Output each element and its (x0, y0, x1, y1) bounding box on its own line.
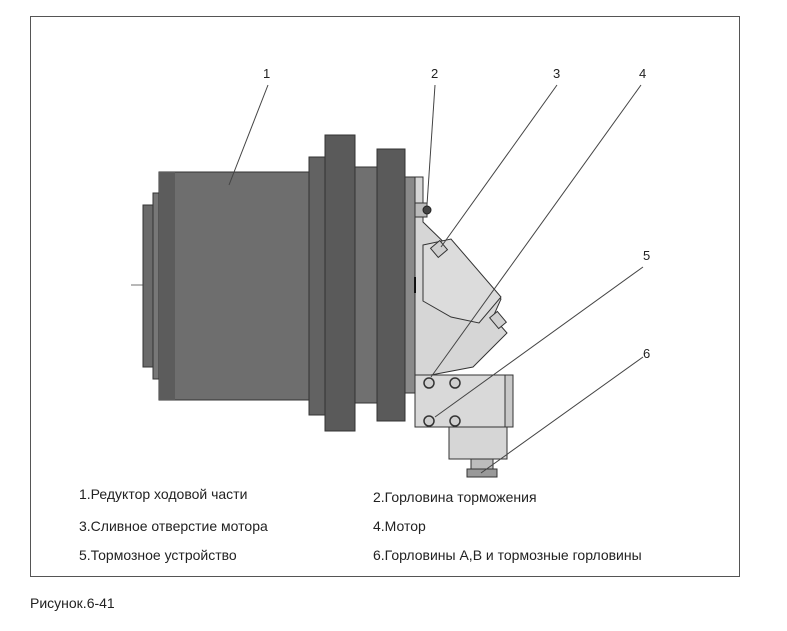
travel-reducer (142, 134, 416, 432)
reducer-flange-b (376, 148, 406, 422)
reducer-ring (308, 156, 326, 416)
callout-3: 3 (553, 66, 561, 81)
figure-frame: 1 2 3 4 5 6 1.Редуктор ходовой части 2.Г… (30, 16, 740, 577)
brake-device (414, 374, 514, 478)
bolt-1 (423, 377, 435, 389)
reducer-flange-a (324, 134, 356, 432)
leader-4 (430, 84, 642, 378)
legend-item-2: 2.Горловина торможения (373, 489, 537, 505)
callout-5: 5 (643, 248, 651, 263)
reducer-flange-gap (354, 166, 378, 404)
leader-6 (480, 356, 644, 474)
bolt-3 (423, 415, 435, 427)
reducer-mount-plate (404, 176, 416, 394)
bolt-2 (449, 377, 461, 389)
lower-block (448, 426, 508, 460)
reducer-drum-shade (159, 172, 175, 400)
motor-side-boss (488, 310, 508, 330)
callout-2: 2 (431, 66, 439, 81)
leader-5 (434, 266, 644, 418)
reducer-drum (158, 171, 310, 401)
legend-item-6: 6.Горловины A,B и тормозные горловины (373, 547, 642, 563)
leader-lines (228, 84, 644, 474)
callout-1: 1 (263, 66, 271, 81)
legend-item-3: 3.Сливное отверстие мотора (79, 518, 268, 534)
leader-2 (426, 84, 436, 206)
leader-1 (228, 84, 269, 186)
hydraulic-motor (414, 176, 508, 376)
gearbox-motor-drawing (131, 84, 644, 478)
callout-4: 4 (639, 66, 647, 81)
legend-item-1: 1.Редуктор ходовой части (79, 486, 248, 502)
port-fitting (470, 458, 494, 470)
figure-caption: Рисунок.6-41 (30, 595, 115, 611)
callout-6: 6 (643, 346, 651, 361)
valve-block-edge (504, 374, 514, 428)
legend-item-4: 4.Мотор (373, 518, 426, 534)
motor-tilted-block (422, 238, 502, 324)
brake-port-nut (422, 205, 432, 215)
bolt-4 (449, 415, 461, 427)
drain-port (429, 239, 449, 259)
legend-item-5: 5.Тормозное устройство (79, 547, 237, 563)
port-nut (466, 468, 498, 478)
leader-3 (440, 84, 558, 248)
